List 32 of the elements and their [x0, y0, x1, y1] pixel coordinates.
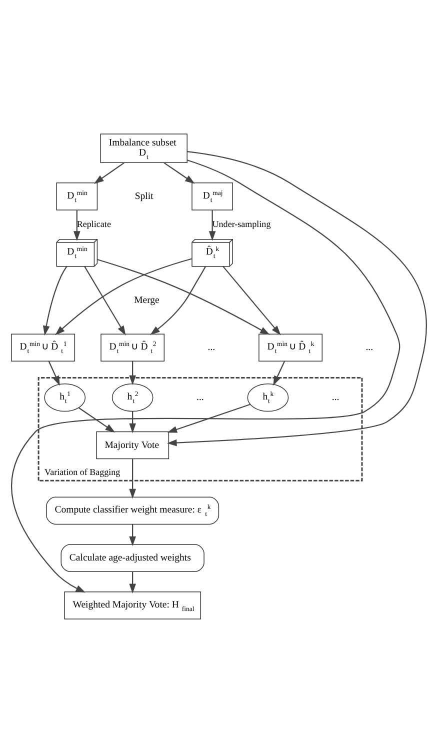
arrow: [42, 266, 68, 336]
arrow: [84, 266, 126, 335]
label: Split: [134, 190, 154, 202]
arrow: [55, 258, 192, 335]
arrow: [129, 410, 136, 433]
arrow: [150, 266, 206, 335]
arrow: [164, 162, 195, 184]
arrow: [94, 162, 124, 184]
label: ...: [332, 392, 340, 403]
arrow: [129, 458, 136, 498]
node-box: Majority Vote: [96, 430, 170, 459]
arrow: [48, 360, 60, 386]
node-box: Calculate age-adjusted weights: [60, 544, 204, 572]
arrow: [222, 266, 281, 335]
label: Merge: [134, 294, 160, 306]
arrow: [129, 524, 136, 546]
arrow: [78, 406, 116, 432]
arrow: [167, 403, 250, 432]
label: ...: [366, 342, 374, 353]
arrow: [11, 159, 400, 592]
label: ...: [196, 392, 204, 403]
node-box: Imbalance subset D$_{t}$: [100, 133, 188, 162]
arrow: [273, 360, 285, 386]
arrow: [166, 150, 427, 446]
edge-label: Under-sampling: [212, 218, 271, 228]
arrow: [73, 210, 80, 240]
label: ...: [208, 342, 216, 353]
node-box: Weighted Majority Vote: H$_{final}$: [64, 591, 202, 619]
arrow: [129, 360, 136, 385]
arrow: [208, 210, 216, 240]
arrow: [129, 571, 136, 594]
arrow: [97, 258, 270, 334]
